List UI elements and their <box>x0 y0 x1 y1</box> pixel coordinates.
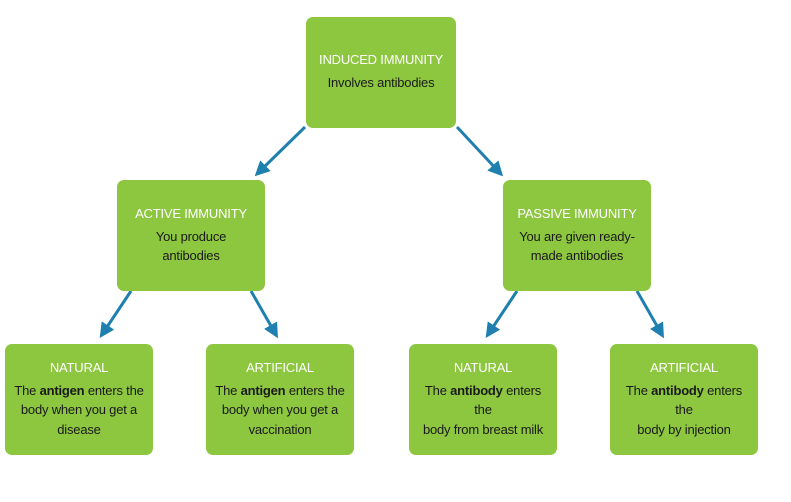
passive-artificial-text: The antibody enters the body by injectio… <box>616 381 752 440</box>
passive-immunity-text: You are given ready- made antibodies <box>519 227 635 266</box>
passive-immunity-line: made antibodies <box>530 248 624 263</box>
induced-immunity-box: INDUCED IMMUNITY Involves antibodies <box>306 17 456 128</box>
passive-natural-title: NATURAL <box>453 359 513 375</box>
active-immunity-line: You produce <box>155 228 227 244</box>
text-fragment: The <box>424 382 451 398</box>
text-fragment: enters the <box>675 382 743 418</box>
arrow-active-to-artificial <box>249 290 278 339</box>
active-artificial-box: ARTIFICIAL The antigen enters the body w… <box>206 344 354 455</box>
emphasis-term: antigen <box>240 382 286 398</box>
text-line: body by injection <box>637 421 731 437</box>
emphasis-term: antigen <box>39 382 85 398</box>
emphasis-term: antibody <box>450 382 503 398</box>
passive-immunity-line: You are given ready- <box>519 228 635 244</box>
active-immunity-line: antibodies <box>162 248 220 263</box>
active-natural-title: NATURAL <box>49 359 109 375</box>
induced-immunity-text: Involves antibodies <box>327 75 435 91</box>
active-natural-box: NATURAL The antigen enters the body when… <box>5 344 153 455</box>
text-line: body from breast milk <box>422 421 544 437</box>
passive-artificial-title: ARTIFICIAL <box>650 359 718 375</box>
text-fragment: enters the <box>474 382 542 418</box>
arrow-passive-to-natural <box>485 290 519 338</box>
passive-natural-text: The antibody enters the body from breast… <box>415 381 551 440</box>
active-immunity-text: You produce antibodies <box>155 227 227 266</box>
active-artificial-title: ARTIFICIAL <box>246 359 314 375</box>
emphasis-term: antibody <box>651 382 704 398</box>
text-line: body when you get a <box>221 402 339 418</box>
text-line: body when you get a <box>20 402 138 418</box>
passive-immunity-title: PASSIVE IMMUNITY <box>517 205 637 221</box>
arrow-active-to-natural <box>99 290 133 338</box>
text-fragment: The <box>215 382 241 398</box>
text-fragment: enters the <box>84 382 144 398</box>
text-fragment: The <box>625 382 652 398</box>
passive-artificial-box: ARTIFICIAL The antibody enters the body … <box>610 344 758 455</box>
passive-immunity-box: PASSIVE IMMUNITY You are given ready- ma… <box>503 180 651 291</box>
arrow-induced-to-active <box>254 125 307 177</box>
active-artificial-text: The antigen enters the body when you get… <box>215 381 344 440</box>
text-fragment: The <box>14 382 40 398</box>
text-line: disease <box>57 421 101 437</box>
active-immunity-box: ACTIVE IMMUNITY You produce antibodies <box>117 180 265 291</box>
text-line: vaccination <box>248 421 312 437</box>
arrow-passive-to-artificial <box>635 290 664 339</box>
text-fragment: enters the <box>285 382 345 398</box>
active-immunity-title: ACTIVE IMMUNITY <box>135 205 247 221</box>
induced-immunity-title: INDUCED IMMUNITY <box>319 52 443 68</box>
active-natural-text: The antigen enters the body when you get… <box>14 381 143 440</box>
arrow-induced-to-passive <box>455 125 504 177</box>
passive-natural-box: NATURAL The antibody enters the body fro… <box>409 344 557 455</box>
